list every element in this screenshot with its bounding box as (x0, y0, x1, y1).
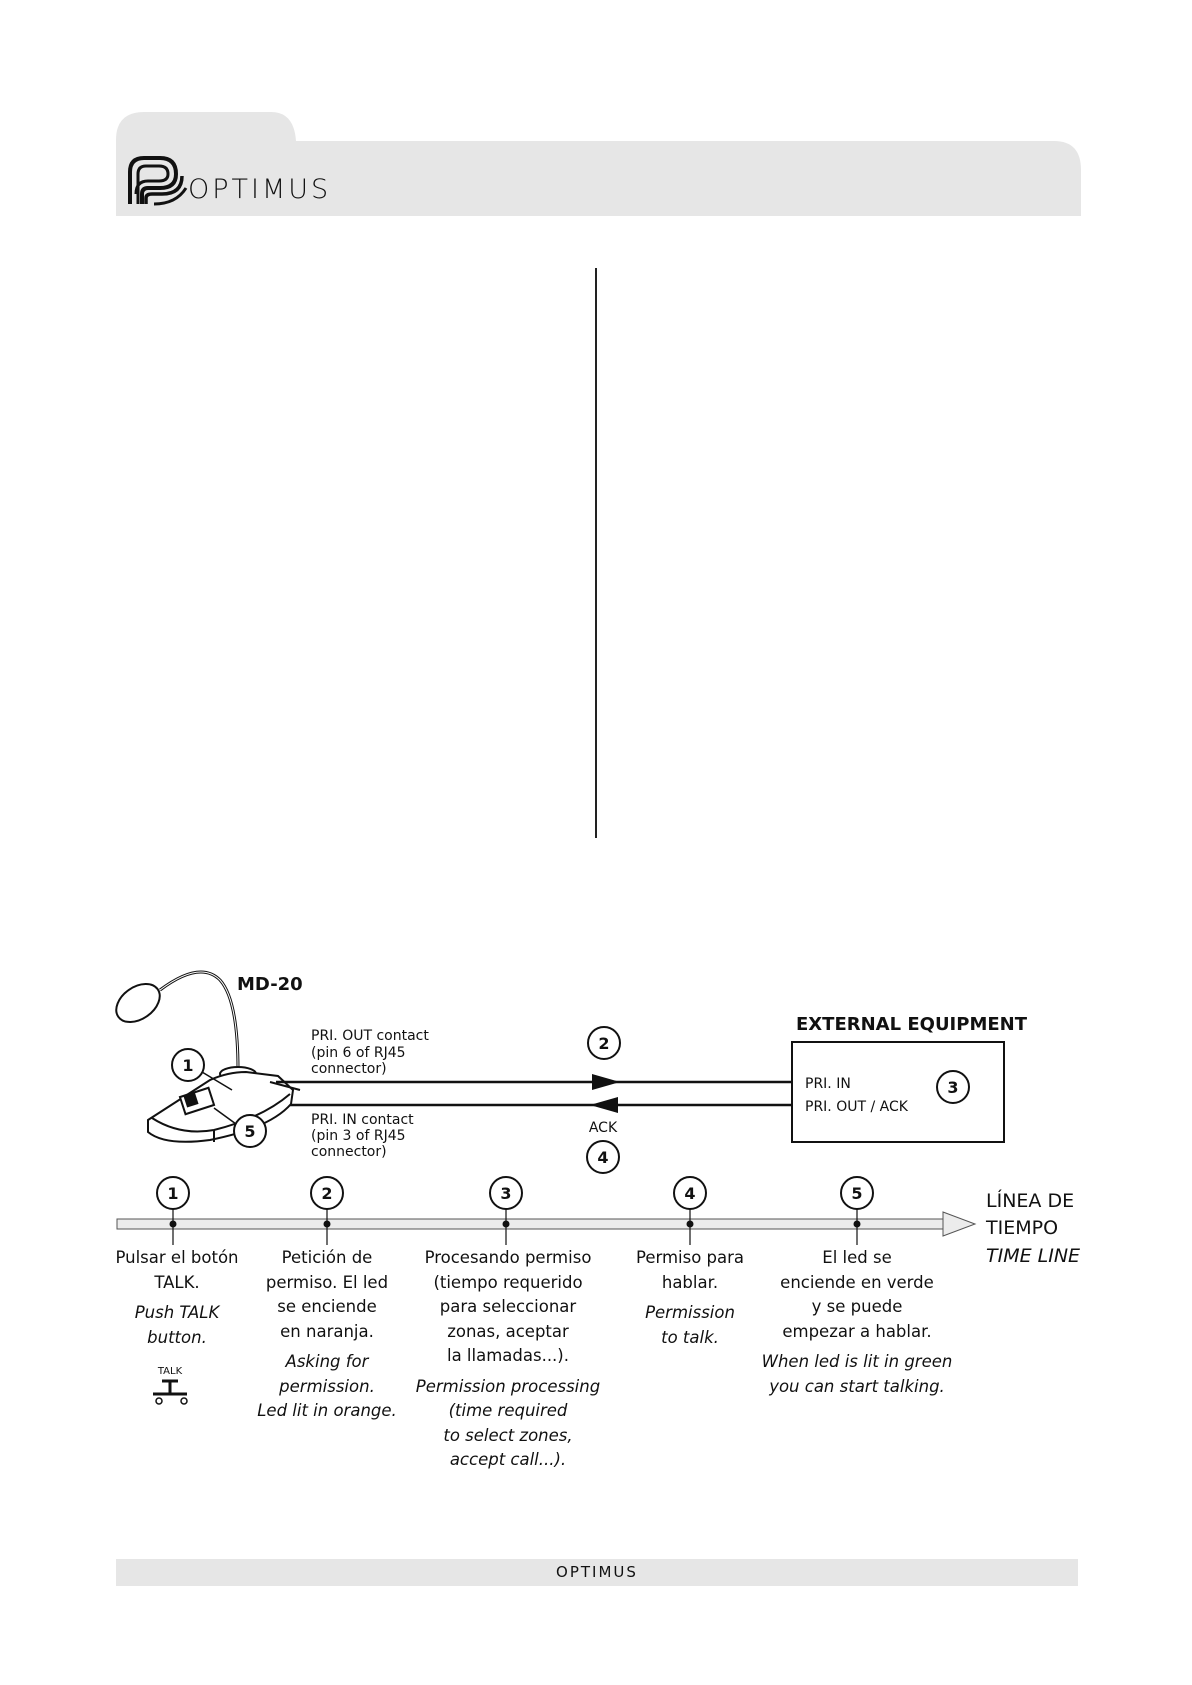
pri-in-contact-label: PRI. IN contact (pin 3 of RJ45 connector… (311, 1112, 414, 1160)
pri-out-contact-label: PRI. OUT contact (pin 6 of RJ45 connecto… (311, 1028, 429, 1077)
svg-text:PRI. OUT contact: PRI. OUT contact (311, 1028, 429, 1044)
svg-text:5: 5 (851, 1184, 862, 1203)
timeline-step-1-marker: 1 (156, 1176, 190, 1245)
page-footer: OPTIMUS (116, 1559, 1078, 1586)
device-label: MD-20 (237, 974, 303, 995)
timeline-step-3-marker: 3 (489, 1176, 523, 1245)
talk-button-icon: TALK (153, 1366, 188, 1405)
svg-text:3: 3 (500, 1184, 511, 1203)
pri-out-signal-line (276, 1074, 792, 1090)
svg-text:LÍNEA DE: LÍNEA DE (986, 1189, 1074, 1212)
pri-out-ack-label: PRI. OUT / ACK (805, 1099, 909, 1115)
timeline-label: LÍNEA DE TIEMPO TIME LINE (985, 1189, 1080, 1267)
pri-in-signal-line (290, 1097, 792, 1113)
svg-text:(pin 3 of RJ45: (pin 3 of RJ45 (311, 1128, 406, 1144)
footer-brand: OPTIMUS (556, 1563, 638, 1581)
svg-text:2: 2 (321, 1184, 332, 1203)
signal-marker-2: 2 (587, 1026, 621, 1060)
page-header: OPTIMUS (116, 112, 1081, 216)
microphone-md20-icon (115, 970, 301, 1143)
timeline-step-4-marker: 4 (673, 1176, 707, 1245)
external-equipment-label: EXTERNAL EQUIPMENT (796, 1014, 1028, 1035)
svg-text:PRI. IN contact: PRI. IN contact (311, 1112, 414, 1128)
timeline-step-5-marker: 5 (840, 1176, 874, 1245)
svg-text:1: 1 (182, 1056, 193, 1075)
svg-text:(pin 6 of RJ45: (pin 6 of RJ45 (311, 1045, 406, 1061)
column-divider (595, 268, 597, 838)
svg-text:3: 3 (947, 1078, 958, 1097)
svg-text:TALK: TALK (157, 1366, 183, 1377)
svg-text:2: 2 (598, 1034, 609, 1053)
external-equipment-box (791, 1041, 1005, 1143)
svg-text:5: 5 (244, 1122, 255, 1141)
signal-marker-4: 4 (586, 1140, 620, 1174)
ack-label: ACK (589, 1120, 618, 1136)
header-background (116, 112, 1081, 216)
svg-text:4: 4 (597, 1148, 608, 1167)
brand-name: OPTIMUS (188, 174, 332, 205)
pri-in-label: PRI. IN (805, 1076, 851, 1092)
timeline-step-2-marker: 2 (310, 1176, 344, 1245)
external-marker-3: 3 (936, 1070, 970, 1104)
svg-text:TIME LINE: TIME LINE (986, 1245, 1080, 1267)
svg-text:connector): connector) (311, 1061, 387, 1077)
svg-text:4: 4 (684, 1184, 695, 1203)
svg-text:TIEMPO: TIEMPO (985, 1217, 1058, 1239)
device-marker-5: 5 (213, 1107, 267, 1148)
optimus-logo-icon (128, 156, 188, 206)
timeline-arrow (116, 1211, 977, 1237)
svg-text:1: 1 (167, 1184, 178, 1203)
svg-text:connector): connector) (311, 1144, 387, 1160)
device-marker-1: 1 (171, 1048, 233, 1091)
